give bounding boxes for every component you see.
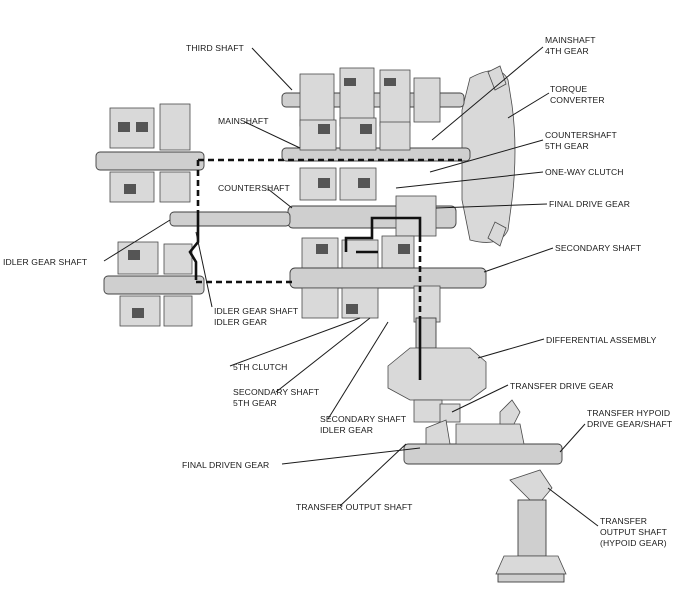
label-mainshaft-4th-gear-line1: MAINSHAFT bbox=[545, 35, 596, 45]
label-secondary-shaft: SECONDARY SHAFT bbox=[555, 243, 642, 253]
label-transfer-drive-gear: TRANSFER DRIVE GEAR bbox=[510, 381, 614, 391]
label-final-driven-gear: FINAL DRIVEN GEAR bbox=[182, 460, 269, 470]
label-countershaft: COUNTERSHAFT bbox=[218, 183, 291, 193]
label-idler-gear-shaft-idler-gear-line1: IDLER GEAR SHAFT bbox=[214, 306, 299, 316]
mainshaft-assembly bbox=[281, 117, 471, 162]
label-transfer-output-shaft: TRANSFER OUTPUT SHAFT bbox=[296, 502, 413, 512]
secondary-shaft-assembly bbox=[289, 235, 487, 323]
transfer-assembly bbox=[403, 399, 567, 583]
label-idler-gear-shaft: IDLER GEAR SHAFT bbox=[3, 257, 88, 267]
third-shaft bbox=[281, 67, 465, 127]
torque-converter bbox=[461, 65, 516, 247]
label-third-shaft: THIRD SHAFT bbox=[186, 43, 245, 53]
leader-lines bbox=[103, 46, 599, 527]
label-secondary-shaft-5th-gear-line2: 5TH GEAR bbox=[233, 398, 277, 408]
label-5th-clutch: 5TH CLUTCH bbox=[233, 362, 287, 372]
label-transfer-output-hypoid-line1: TRANSFER bbox=[600, 516, 647, 526]
label-countershaft-5th-gear-line2: 5TH GEAR bbox=[545, 141, 589, 151]
label-one-way-clutch: ONE-WAY CLUTCH bbox=[545, 167, 624, 177]
label-transfer-output-hypoid-line3: (HYPOID GEAR) bbox=[600, 538, 667, 548]
label-mainshaft-4th-gear-line2: 4TH GEAR bbox=[545, 46, 589, 56]
label-idler-gear-shaft-idler-gear-line2: IDLER GEAR bbox=[214, 317, 267, 327]
left-upper-cluster bbox=[95, 103, 291, 227]
left-lower-cluster bbox=[103, 241, 205, 327]
label-transfer-output-hypoid-line2: OUTPUT SHAFT bbox=[600, 527, 668, 537]
label-mainshaft: MAINSHAFT bbox=[218, 116, 269, 126]
label-torque-converter-line1: TORQUE bbox=[550, 84, 587, 94]
label-differential-assembly: DIFFERENTIAL ASSEMBLY bbox=[546, 335, 657, 345]
label-transfer-hypoid-line1: TRANSFER HYPOID bbox=[587, 408, 670, 418]
label-secondary-shaft-idler-gear-line1: SECONDARY SHAFT bbox=[320, 414, 407, 424]
differential-assembly bbox=[387, 317, 487, 423]
label-secondary-shaft-5th-gear-line1: SECONDARY SHAFT bbox=[233, 387, 320, 397]
label-final-drive-gear: FINAL DRIVE GEAR bbox=[549, 199, 630, 209]
label-torque-converter-line2: CONVERTER bbox=[550, 95, 605, 105]
label-secondary-shaft-idler-gear-line2: IDLER GEAR bbox=[320, 425, 373, 435]
label-transfer-hypoid-line2: DRIVE GEAR/SHAFT bbox=[587, 419, 673, 429]
power-flow-path bbox=[188, 158, 462, 380]
label-countershaft-5th-gear-line1: COUNTERSHAFT bbox=[545, 130, 618, 140]
